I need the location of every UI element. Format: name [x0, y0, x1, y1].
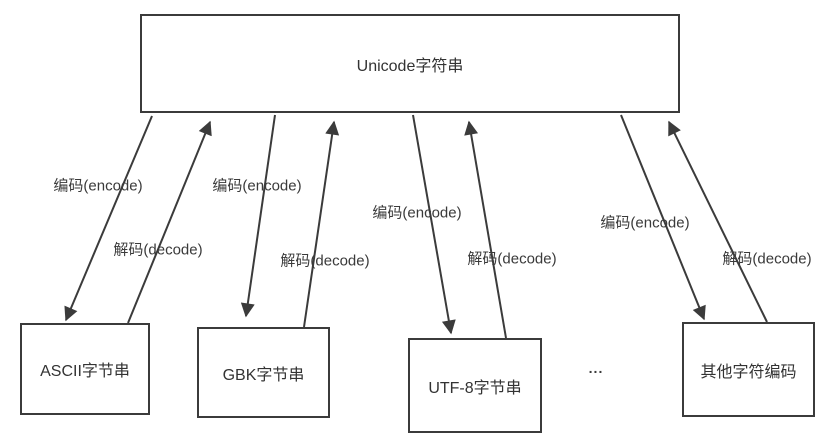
decode-label-utf8: 解码(decode) [467, 250, 557, 268]
encode-label-gbk: 编码(encode) [212, 177, 302, 195]
node-unicode-string-label: Unicode字符串 [356, 57, 464, 75]
node-other-encodings: 其他字符编码 [682, 322, 815, 417]
node-utf8-bytes: UTF-8字节串 [408, 338, 542, 433]
decode-arrow-gbk [303, 120, 340, 328]
decode-label-others: 解码(decode) [722, 250, 812, 268]
decode-label-ascii: 解码(decode) [113, 241, 203, 259]
node-ascii-bytes-label: ASCII字节串 [40, 363, 130, 380]
decode-label-gbk: 解码(decode) [280, 252, 370, 270]
node-gbk-bytes: GBK字节串 [197, 327, 330, 418]
encode-arrow-others [620, 114, 706, 321]
ellipsis-text: ... [588, 360, 604, 376]
decode-arrow-utf8 [464, 120, 507, 339]
encode-label-utf8: 编码(encode) [372, 204, 462, 222]
decode-arrow-others [668, 120, 768, 323]
node-other-encodings-label: 其他字符编码 [700, 363, 797, 381]
node-utf8-bytes-label: UTF-8字节串 [428, 379, 522, 397]
encode-label-ascii: 编码(encode) [53, 177, 143, 195]
encode-arrow-utf8 [412, 114, 456, 335]
encode-label-others: 编码(encode) [600, 214, 690, 232]
encode-arrow-gbk [240, 114, 276, 318]
node-unicode-string: Unicode字符串 [140, 14, 680, 113]
encode-arrow-ascii [64, 115, 153, 322]
decode-arrow-ascii [127, 120, 212, 324]
node-ascii-bytes: ASCII字节串 [20, 323, 150, 415]
node-gbk-bytes-label: GBK字节串 [222, 366, 305, 384]
